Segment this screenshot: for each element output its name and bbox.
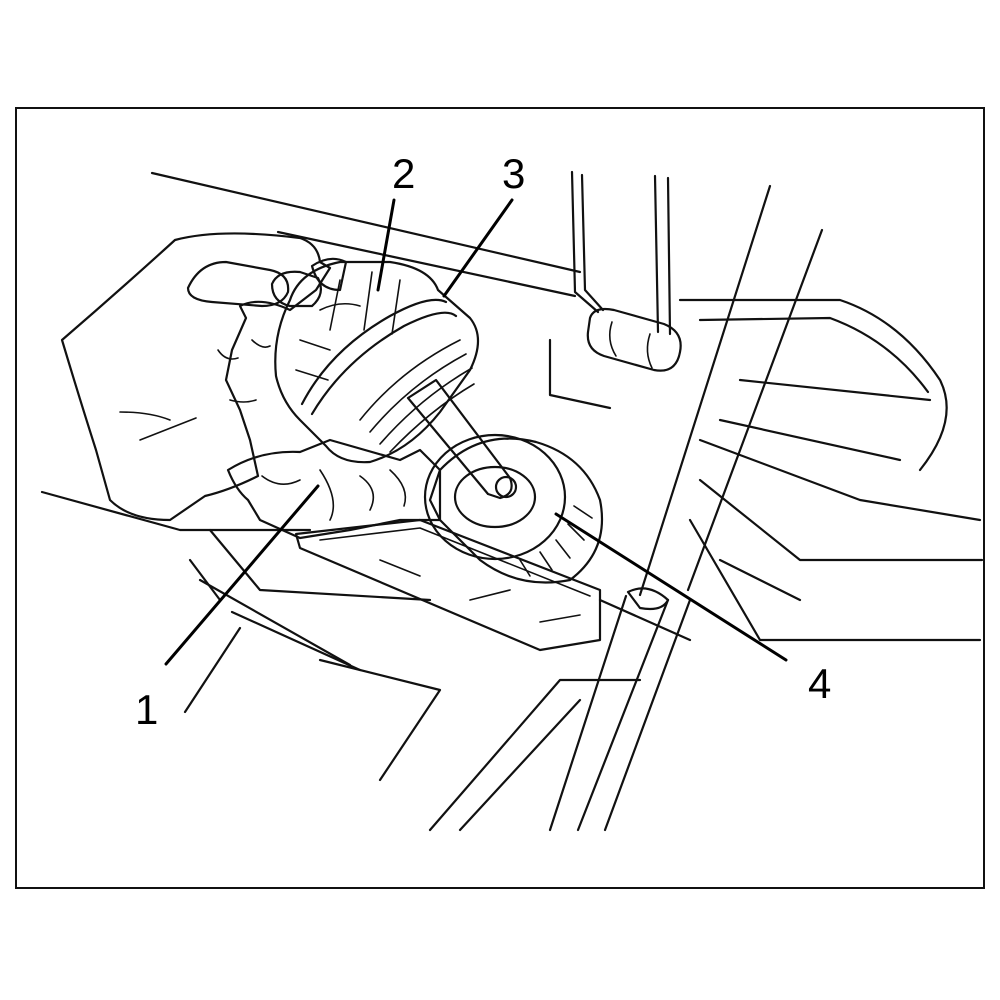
callout-1: 1	[135, 686, 158, 733]
leader-2	[376, 198, 396, 292]
filter-cap	[274, 257, 480, 464]
leader-3	[442, 198, 514, 298]
cloth-rag	[226, 438, 442, 540]
callout-4: 4	[808, 660, 831, 707]
oil-filter	[423, 433, 604, 584]
leader-4	[554, 512, 788, 662]
hand	[60, 232, 332, 522]
callout-3: 3	[502, 150, 525, 197]
leader-1	[164, 484, 320, 666]
callout-leaders	[164, 198, 788, 666]
engine-bay-background	[40, 170, 984, 832]
filter-spindle	[406, 378, 518, 500]
callout-2: 2	[392, 150, 415, 197]
